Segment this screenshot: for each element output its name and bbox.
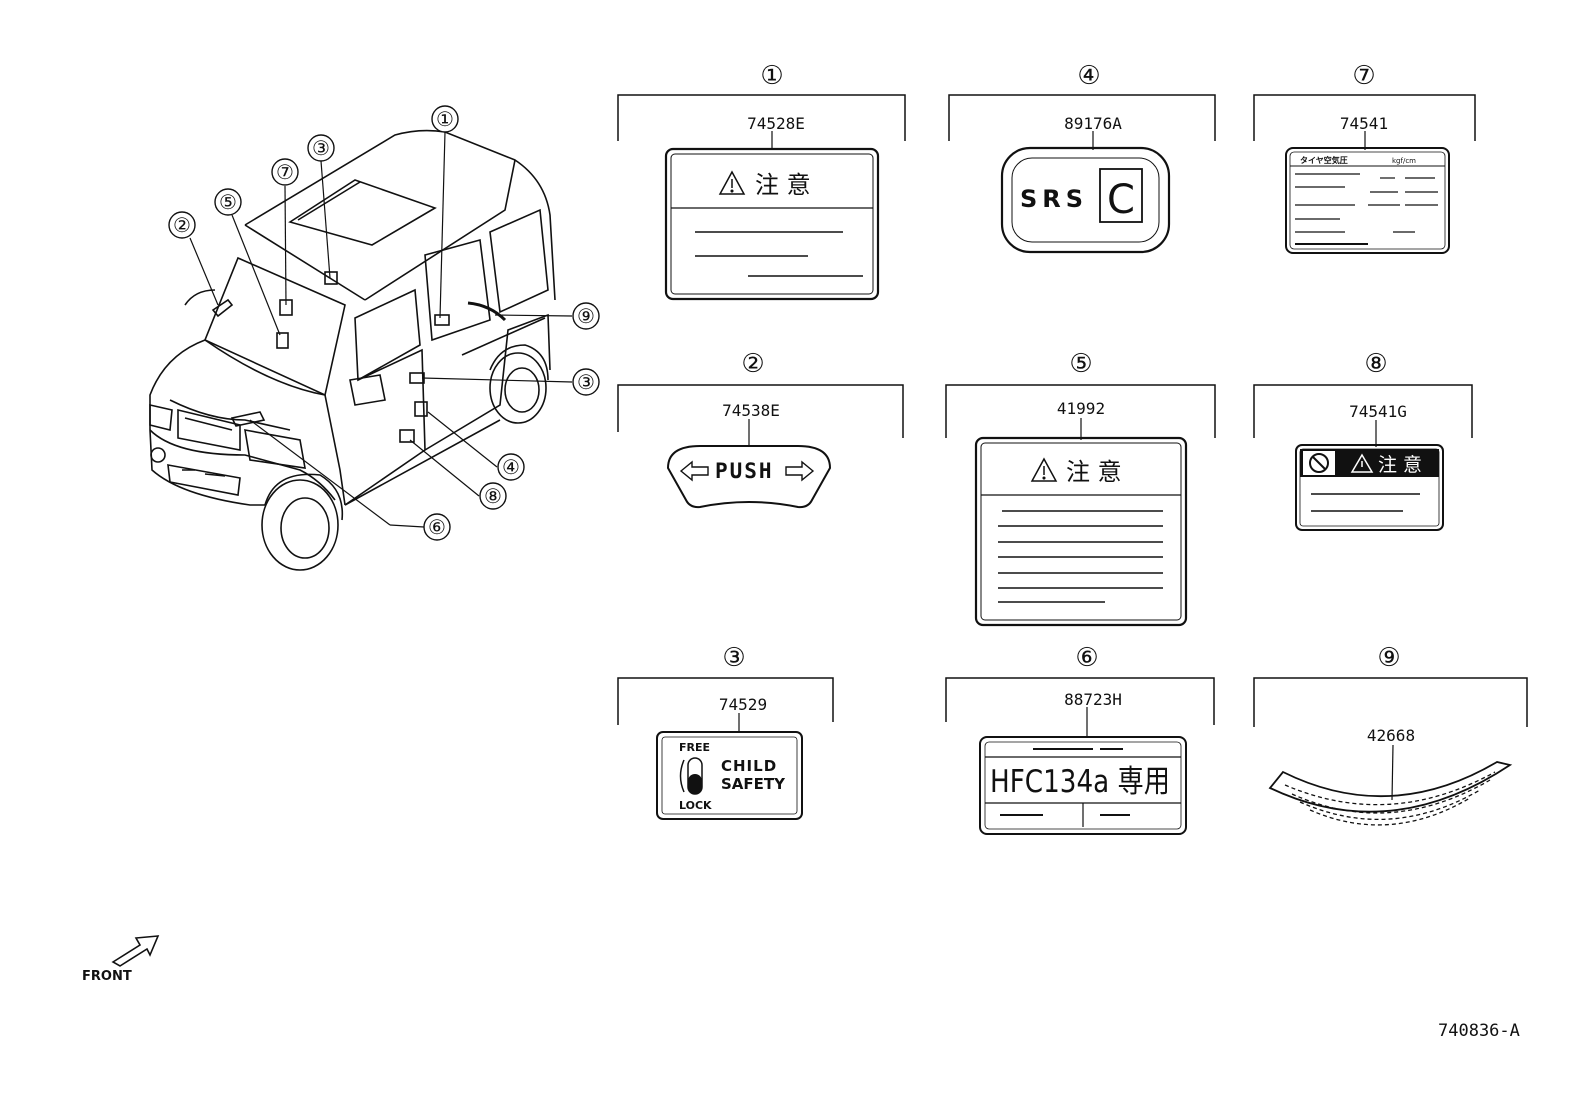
vehicle-callout-5: ⑤: [219, 190, 237, 214]
label-74541: タイヤ空気圧 kgf/cm: [1285, 147, 1450, 254]
right-arrow-icon: [785, 460, 815, 482]
label-89176A-text: SRS: [1020, 185, 1088, 213]
vehicle-callout-8: ⑧: [484, 484, 502, 508]
warning-triangle-icon: [718, 170, 746, 195]
vehicle-callouts: [168, 105, 600, 541]
vehicle-illustration: [149, 129, 556, 571]
label-74538E: PUSH: [666, 445, 832, 509]
label-89176A-box: C: [1107, 177, 1135, 223]
warning-triangle-icon: [1030, 457, 1058, 482]
vehicle-callout-7: ⑦: [276, 160, 294, 184]
lock-switch-icon: [679, 757, 703, 795]
part-number-74529: 74529: [719, 695, 767, 714]
label-41992-heading: 注 意: [1066, 458, 1122, 486]
label-74541-unit: kgf/cm: [1392, 157, 1416, 165]
vehicle-callout-6: ⑥: [428, 515, 446, 539]
label-74541G: 注 意: [1295, 444, 1444, 531]
panel-number-6: ⑥: [1075, 643, 1098, 673]
label-74529-line2: SAFETY: [721, 775, 786, 793]
vehicle-leader-lines: [189, 131, 573, 528]
part-number-88723H: 88723H: [1064, 690, 1122, 709]
panel-number-8: ⑧: [1364, 349, 1387, 379]
label-74538E-text: PUSH: [715, 459, 774, 483]
part-number-89176A: 89176A: [1064, 114, 1122, 133]
left-arrow-icon: [679, 460, 709, 482]
label-74529-line1: CHILD: [721, 757, 777, 775]
warning-triangle-icon: [1350, 453, 1374, 473]
part-number-74541G: 74541G: [1349, 402, 1407, 421]
part-number-74538E: 74538E: [722, 401, 780, 420]
part-leader-lines: [738, 131, 1394, 801]
label-74529-lock: LOCK: [679, 799, 712, 812]
panel-number-7: ⑦: [1352, 61, 1375, 91]
vehicle-callout-9: ⑨: [577, 304, 595, 328]
part-number-74541: 74541: [1340, 114, 1388, 133]
label-88723H: HFC134a 専用: [979, 736, 1187, 835]
part-number-42668: 42668: [1367, 726, 1415, 745]
panel-number-9: ⑨: [1377, 643, 1400, 673]
panel-brackets: [617, 94, 1528, 727]
panel-number-4: ④: [1077, 61, 1100, 91]
label-89176A: SRS C: [1000, 146, 1171, 254]
panel-number-1: ①: [760, 61, 783, 91]
label-74529-free: FREE: [679, 741, 710, 754]
vehicle-callout-3-roof: ③: [312, 136, 330, 160]
label-74541G-heading: 注 意: [1378, 454, 1422, 476]
vehicle-callout-3-door: ③: [577, 370, 595, 394]
vehicle-callout-1: ①: [436, 107, 454, 131]
label-74528E-heading: 注 意: [755, 171, 811, 199]
part-number-41992: 41992: [1057, 399, 1105, 418]
label-74529: FREE LOCK CHILD SAFETY: [656, 731, 803, 820]
no-entry-icon: [1303, 451, 1335, 475]
vehicle-callout-2: ②: [173, 213, 191, 237]
panel-number-3: ③: [722, 643, 745, 673]
panel-number-5: ⑤: [1069, 349, 1092, 379]
label-88723H-text: HFC134a 専用: [990, 764, 1170, 800]
label-41992: 注 意: [974, 436, 1188, 627]
label-74541-heading: タイヤ空気圧: [1300, 155, 1348, 165]
vehicle-callout-4: ④: [502, 455, 520, 479]
label-42668: [1268, 761, 1513, 826]
panel-number-2: ②: [741, 349, 764, 379]
part-number-74528E: 74528E: [747, 114, 805, 133]
label-74528E: 注 意: [664, 147, 880, 301]
front-arrow-icon: [111, 935, 160, 967]
front-label: FRONT: [82, 969, 132, 984]
drawing-number: 740836-A: [1438, 1021, 1520, 1041]
